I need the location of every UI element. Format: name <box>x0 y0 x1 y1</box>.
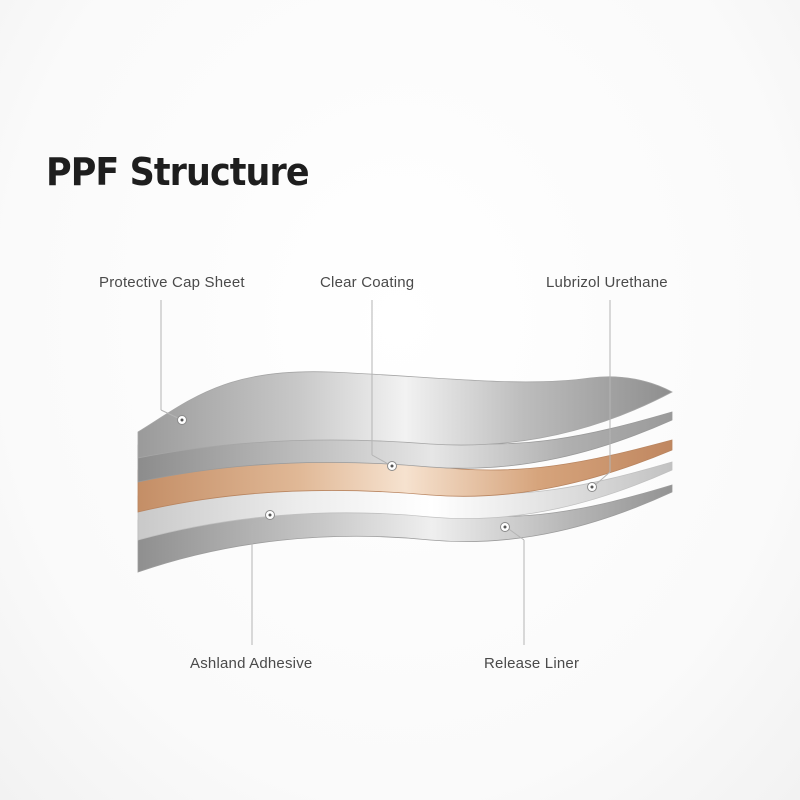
marker-lubrizol <box>587 482 597 492</box>
leader-line-lubrizol-bend <box>593 471 611 487</box>
label-protective-cap-sheet: Protective Cap Sheet <box>99 274 245 291</box>
leader-lines <box>160 300 611 645</box>
label-lubrizol-urethane: Lubrizol Urethane <box>546 274 668 291</box>
leader-line-cap-bend <box>160 409 181 420</box>
marker-clear <box>387 461 397 471</box>
leader-line-clear-bend <box>371 454 391 466</box>
marker-liner <box>500 522 510 532</box>
marker-adhesive <box>265 510 275 520</box>
marker-cap <box>177 415 187 425</box>
label-clear-coating: Clear Coating <box>320 274 415 291</box>
protective-cap-sheet-layer <box>137 371 673 459</box>
page-title: PPF Structure <box>46 150 310 194</box>
label-release-liner: Release Liner <box>484 655 580 672</box>
layer-markers <box>177 415 597 532</box>
leader-line-adhesive-bend <box>251 515 269 526</box>
label-ashland-adhesive: Ashland Adhesive <box>190 655 313 672</box>
